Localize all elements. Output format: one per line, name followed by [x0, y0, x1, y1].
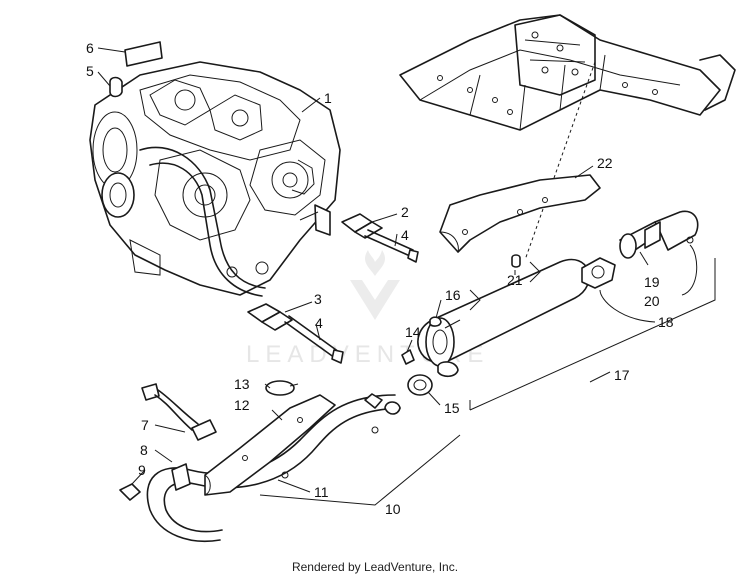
callout-labels: 1 2 3 4 4 5 6 7 8 9 10 11 12 13 14 15 16…: [86, 40, 674, 517]
footer-credit: Rendered by LeadVenture, Inc.: [291, 560, 459, 574]
sensor-and-fasteners: [119, 383, 217, 501]
exhaust-pipe: [146, 380, 461, 542]
muffler: [401, 258, 716, 411]
frame-section: [399, 14, 736, 261]
callout-1: 1: [324, 90, 332, 106]
callout-8: 8: [140, 442, 148, 458]
callout-4-lower: 4: [315, 315, 323, 331]
callout-4-upper: 4: [401, 227, 409, 243]
callout-11: 11: [314, 484, 329, 500]
callout-3: 3: [314, 291, 322, 307]
callout-19: 19: [644, 274, 660, 290]
callout-20: 20: [644, 293, 660, 309]
callout-21: 21: [507, 272, 523, 288]
engine-assembly: [89, 61, 341, 297]
engine-leader: [301, 97, 321, 113]
callout-17: 17: [614, 367, 630, 383]
callout-6: 6: [86, 40, 94, 56]
heat-shield: [439, 165, 601, 275]
callout-5: 5: [86, 63, 94, 79]
studs-and-nuts: [247, 213, 419, 364]
callout-9: 9: [138, 462, 146, 478]
callout-18: 18: [658, 314, 674, 330]
callout-15: 15: [444, 400, 460, 416]
watermark-logo-icon: [350, 280, 400, 320]
callout-13: 13: [234, 376, 250, 392]
tailpipe-assembly: [581, 210, 699, 323]
callout-16: 16: [445, 287, 461, 303]
callout-2: 2: [401, 204, 409, 220]
callout-12: 12: [234, 397, 250, 413]
callout-10: 10: [385, 501, 401, 517]
callout-22: 22: [597, 155, 613, 171]
callout-7: 7: [141, 417, 149, 433]
nut-and-decal: [97, 41, 163, 98]
callout-14: 14: [405, 324, 421, 340]
